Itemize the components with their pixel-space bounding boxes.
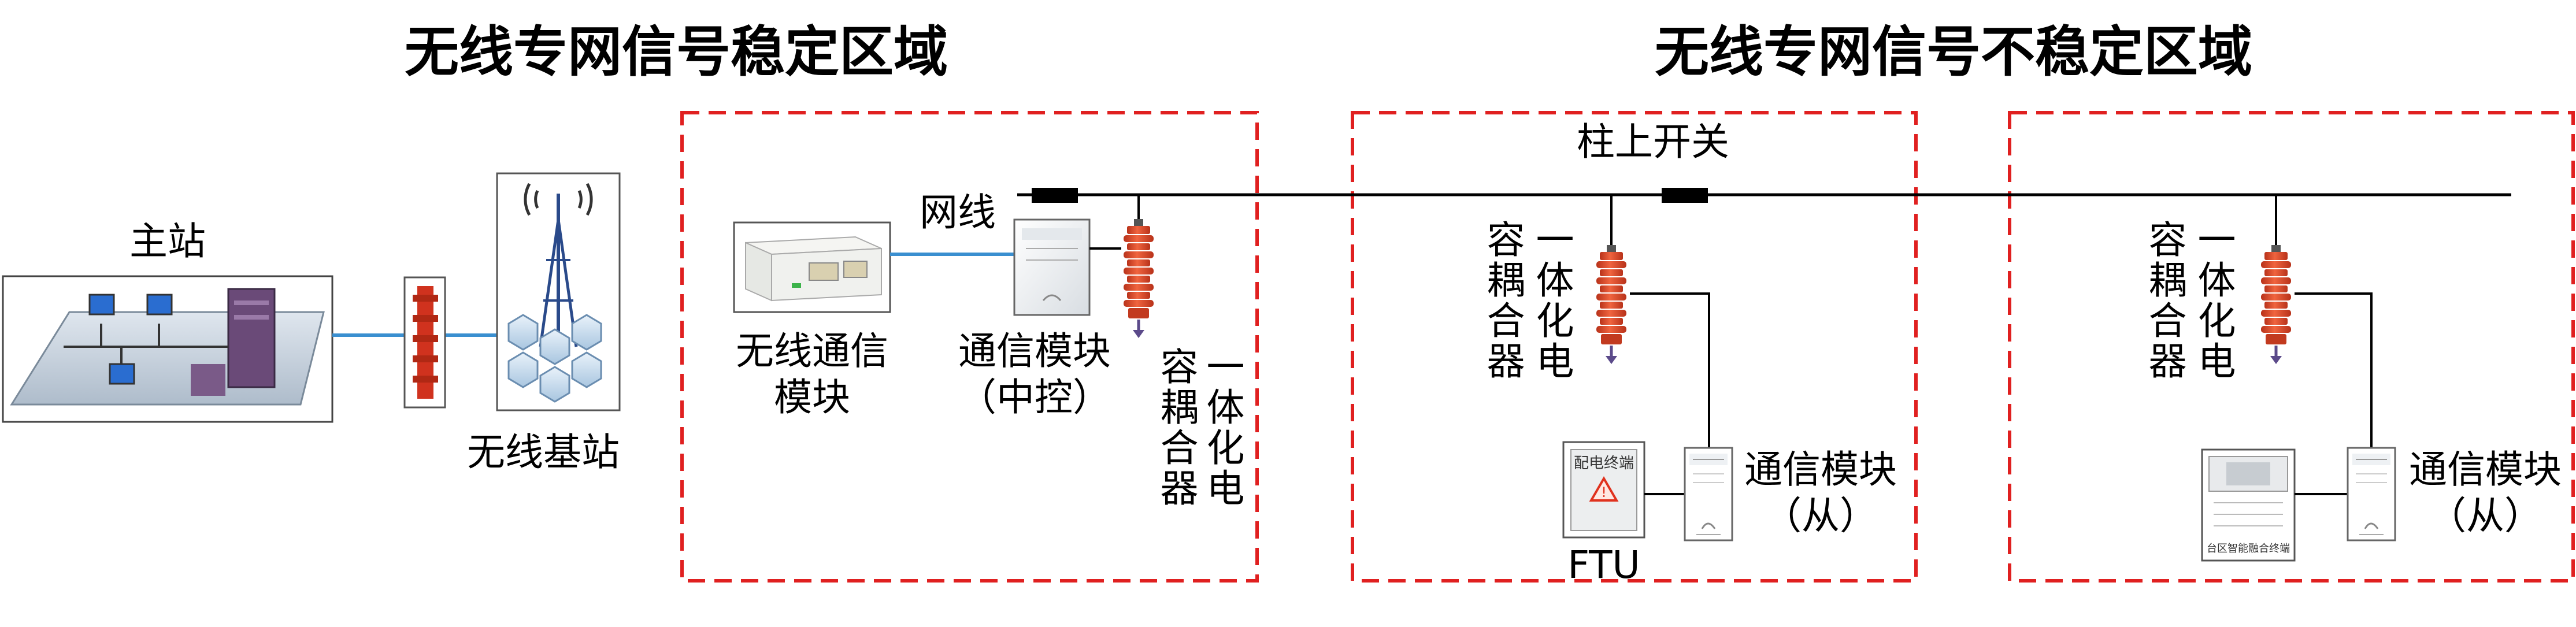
title-unstable-region: 无线专网信号不稳定区域 [1655,21,2252,84]
smart-terminal-text: 台区智能融合终端 [2207,543,2290,555]
capacitive-coupler-icon [1124,219,1154,318]
slave-comm-module-device-2 [2347,447,2396,541]
central-comm-module-device [1013,218,1091,316]
slave-comm-module-label-1-line1: 通信模块 [1744,447,1897,492]
coupler-label-col2-u1: 容耦合器 [1481,220,1525,381]
base-station-label: 无线基站 [467,430,620,474]
smart-terminal-device: 台区智能融合终端 [2201,448,2296,562]
network-cable-label: 网线 [920,190,996,235]
coupler-label-stable: 一体化电 容耦合器 [1154,347,1245,509]
svg-text:!: ! [1601,484,1607,500]
coupler-label-col1-u1: 一体化电 [1530,220,1574,381]
ground-arrow-icon-3 [2270,346,2282,364]
signal-tower-icon [496,172,621,411]
ftu-device: 配电终端 ! [1562,441,1645,539]
coupler-label-col2: 容耦合器 [1154,347,1199,509]
pole-switch-label: 柱上开关 [1577,120,1729,164]
central-comm-module-label-line2: （中控） [958,375,1111,420]
slave-comm-module-label-1-line2: （从） [1763,494,1878,538]
coupler-label-unstable-1: 一体化电 容耦合器 [1481,220,1574,381]
ftu-label: FTU [1567,543,1640,587]
central-comm-module-label-line1: 通信模块 [958,329,1111,373]
stable-region-box [680,111,1259,583]
unstable-region-box-2 [2008,111,2575,583]
network-scene-icon [2,275,333,423]
ground-arrow-icon-2 [1606,346,1617,364]
wireless-comm-module-label-line2: 模块 [774,375,850,420]
coupler-label-col1-u2: 一体化电 [2192,220,2236,381]
slave-comm-module-device-1 [1684,447,1733,541]
master-station-label: 主站 [129,219,206,264]
coupler-label-unstable-2: 一体化电 容耦合器 [2143,220,2236,381]
ground-arrow-icon [1133,320,1144,338]
coupler-label-col2-u2: 容耦合器 [2143,220,2187,381]
wireless-comm-module-device [733,221,891,313]
lightning-arrester-icon [403,276,446,409]
wireless-comm-module-label-line1: 无线通信 [736,329,888,373]
coupler-to-module-line-2 [1630,292,1710,448]
slave-comm-module-label-2-line2: （从） [2428,494,2542,538]
slave-comm-module-label-2-line1: 通信模块 [2409,447,2562,492]
warning-triangle-icon [1589,476,1619,502]
ftu-box-text: 配电终端 [1574,455,1634,472]
capacitive-coupler-icon-2 [1596,245,1626,344]
coupler-to-module-line-3 [2295,292,2373,448]
title-stable-region: 无线专网信号稳定区域 [405,21,948,84]
pole-switch-breaker-icon [1662,188,1708,203]
breaker-icon [1032,188,1078,203]
unstable-region-box-1 [1351,111,1918,583]
capacitive-coupler-icon-3 [2261,245,2291,344]
coupler-label-col1: 一体化电 [1200,347,1245,509]
